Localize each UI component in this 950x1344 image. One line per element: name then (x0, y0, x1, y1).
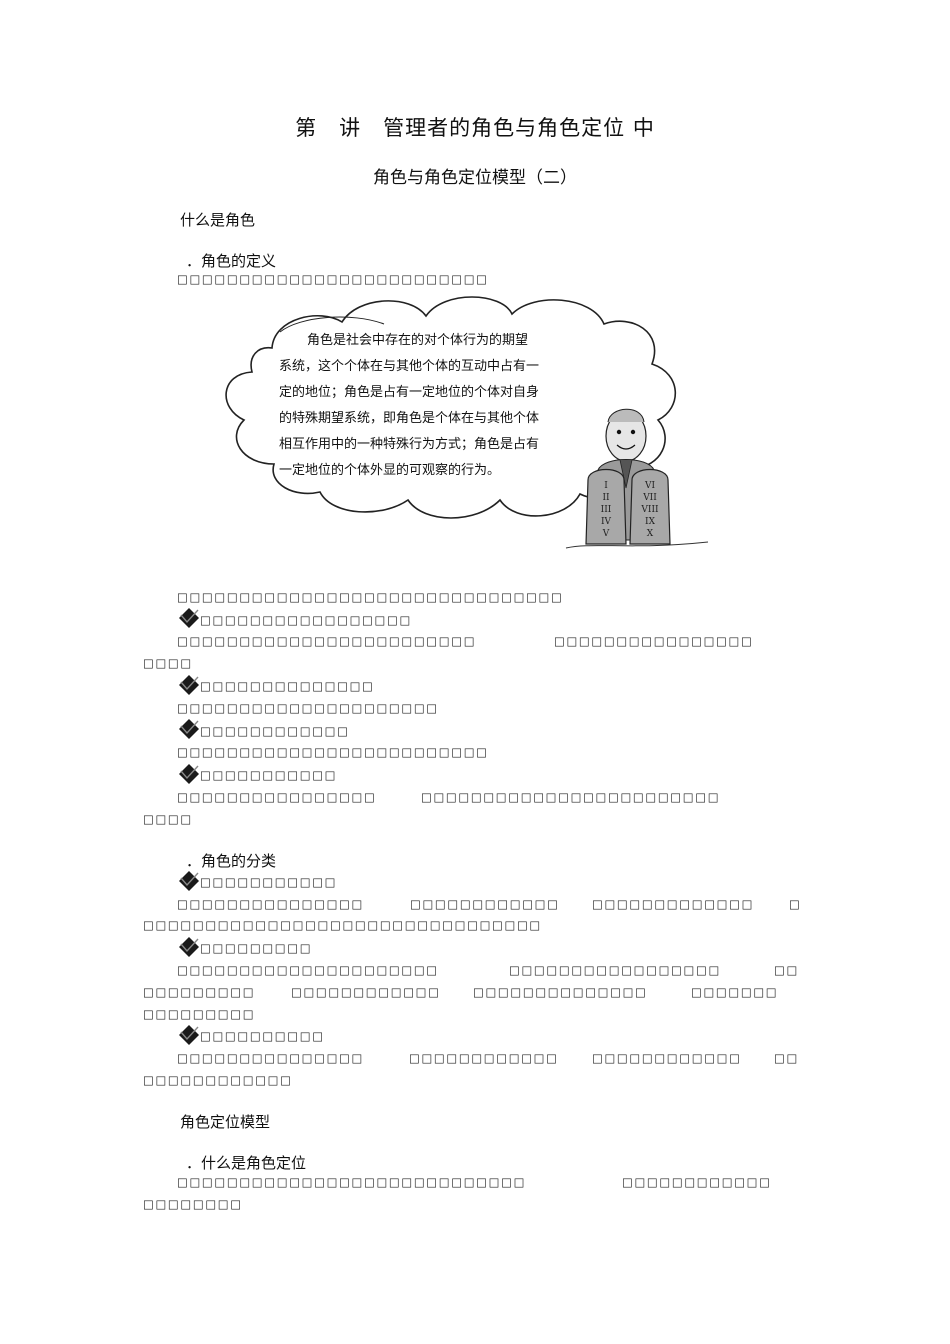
garbled-text-line: □□□□□□□□□□□□□□□□□□□□□ (177, 963, 439, 977)
garbled-text-line: □□□□□□□□□ (143, 1007, 256, 1021)
garbled-text-line: □□□□□□□□□□□ (200, 875, 338, 889)
garbled-text-line: □□□□□□□□□□□□□□□□□□□□□□□□□ (177, 272, 489, 286)
tablet-numeral: III (601, 505, 612, 515)
subsection-heading-definition: ．角色的定义 (186, 252, 277, 270)
garbled-text-line: □□□□□□□ (691, 985, 779, 999)
diamond-check-icon (179, 1025, 199, 1045)
garbled-text-line: □□□□□□□□□□□□□□□□□□□□□□□□□□□□□□□□ (143, 918, 542, 932)
page-subtitle: 角色与角色定位模型（二） (373, 168, 577, 188)
cloud-text-block: 角色是社会中存在的对个体行为的期望 系统，这个个体在与其他个体的互动中占有一 定… (279, 328, 539, 484)
diamond-check-icon (179, 719, 199, 739)
garbled-text-line: □□□□□□□□□□□□ (410, 897, 560, 911)
garbled-text-line: □ (789, 897, 802, 911)
garbled-text-line: □□□□□□□□□□□□□□□□□□□□□□□□□ (177, 745, 489, 759)
stone-tablet-right-icon (629, 468, 671, 545)
garbled-text-line: □□□□□□□□□□□□ (592, 1051, 742, 1065)
garbled-text-line: □□□□□□□□□□□ (200, 768, 338, 782)
tablet-numeral: VI (644, 481, 655, 491)
tablet-numeral: V (602, 529, 610, 539)
cloud-text-line-5: 相互作用中的一种特殊行为方式；角色是占有 (279, 437, 540, 452)
garbled-text-line: □□□□□□□□□□□□□□ (473, 985, 648, 999)
garbled-text-line: □□□□□□□□□□□□ (291, 985, 441, 999)
garbled-text-line: □□□□□□□□□□□□□□□□□ (200, 613, 412, 627)
tablet-numeral: X (647, 529, 654, 539)
cloud-inner-outline (279, 316, 385, 333)
ground-line (565, 541, 709, 549)
subsection-heading-classification: ．角色的分类 (186, 852, 277, 870)
tablet-numeral: II (602, 493, 610, 503)
garbled-text-line: □□□□□□□□□□□□□□□□ (177, 790, 377, 804)
diamond-check-icon (179, 871, 199, 891)
garbled-text-line: □□□□□□□□□□□□ (409, 1051, 559, 1065)
diamond-check-icon (179, 675, 199, 695)
garbled-text-line: □□□□□□□□□□□□□□□□□□□□□□□□□□□□□□□ (177, 590, 564, 604)
garbled-text-line: □□□□□□□□□ (200, 941, 313, 955)
subsection-heading-what-positioning: ．什么是角色定位 (186, 1154, 307, 1172)
garbled-text-line: □□□□□□□□□□□□□□□ (177, 1051, 364, 1065)
tablet-numeral: IX (645, 517, 656, 527)
cloud-text-line-3: 定的地位；角色是占有一定地位的个体对自身 (279, 385, 540, 400)
garbled-text-line: □□□□□□□□□□□□□□□□ (554, 634, 754, 648)
page-title: 第 讲 管理者的角色与角色定位 中 (295, 116, 655, 140)
garbled-text-line: □□□□ (143, 656, 193, 670)
section-heading-what-role: 什么是角色 (180, 211, 256, 229)
cloud-text-line-1: 角色是社会中存在的对个体行为的期望 (307, 333, 529, 348)
garbled-text-line: □□ (774, 1051, 799, 1065)
diamond-check-icon (179, 764, 199, 784)
diamond-check-icon (179, 608, 199, 628)
garbled-text-line: □□□□□□□□ (143, 1197, 243, 1211)
garbled-text-line: □□□□□□□□□□□□ (622, 1175, 772, 1189)
garbled-text-line: □□□□□□□□□□□□□ (592, 897, 755, 911)
section-heading-positioning-model: 角色定位模型 (180, 1113, 271, 1131)
garbled-text-line: □□□□□□□□□□□□□□□ (177, 897, 364, 911)
garbled-text-line: □□□□□□□□□□□□□□□□□□□□□ (177, 701, 439, 715)
garbled-text-line: □□□□□□□□□□□□ (143, 1073, 293, 1087)
tablet-numeral: I (604, 481, 608, 491)
garbled-text-line: □□□□□□□□□□□□□□□□□□□□□□□□ (421, 790, 721, 804)
cloud-text-line-2: 系统，这个个体在与其他个体的互动中占有一 (279, 359, 540, 374)
cloud-text-line-6: 一定地位的个体外显的可观察的行为。 (279, 463, 501, 478)
garbled-text-line: □□□□□□□□□□□□□□□□□□□□□□□□ (177, 634, 477, 648)
tablet-numeral: IV (601, 517, 612, 527)
garbled-text-line: □□□□□□□□□ (143, 985, 256, 999)
stone-tablet-left-icon (585, 468, 627, 545)
garbled-text-line: □□□□□□□□□□ (200, 1029, 325, 1043)
garbled-text-line: □□□□□□□□□□□□ (200, 724, 350, 738)
garbled-text-line: □□□□□□□□□□□□□□□□□□□□□□□□□□□□ (177, 1175, 527, 1189)
garbled-text-line: □□□□□□□□□□□□□□ (200, 679, 375, 693)
tablet-numeral: VII (642, 493, 657, 503)
garbled-text-line: □□□□□□□□□□□□□□□□□ (509, 963, 721, 977)
garbled-text-line: □□□□ (143, 812, 193, 826)
tablet-numeral: VIII (640, 505, 659, 515)
diamond-check-icon (179, 937, 199, 957)
garbled-text-line: □□ (774, 963, 799, 977)
cloud-text-line-4: 的特殊期望系统，即角色是个体在与其他个体 (279, 411, 540, 426)
